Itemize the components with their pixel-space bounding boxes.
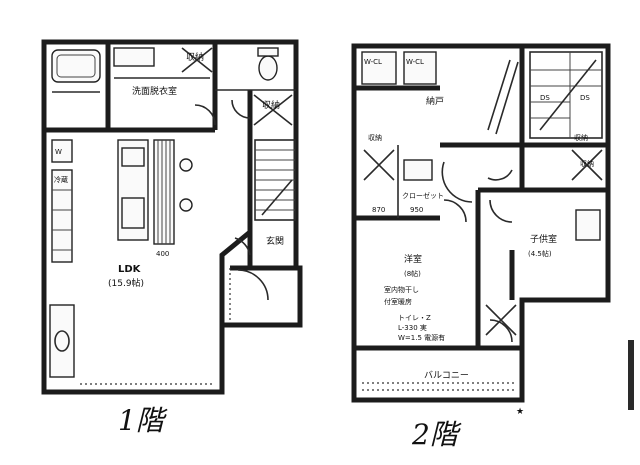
label-western-note4: L-330 実 <box>398 323 427 332</box>
label-western-note2: 付室暖房 <box>384 297 412 306</box>
closet-top-2 <box>403 51 437 85</box>
stairs-diag-1 <box>261 179 293 216</box>
label-western-note5: W=1.5 電源有 <box>398 333 445 342</box>
stairs-lines-2 <box>530 52 602 138</box>
kitchen-sink <box>121 197 145 229</box>
washer-box <box>51 139 73 163</box>
hall-arc <box>441 161 473 203</box>
label-western-note3: トイレ・Z <box>398 314 431 322</box>
storage-x-3 <box>363 149 395 181</box>
label-storage-f2-2: 収納 <box>574 133 588 142</box>
hanger-box-1 <box>403 159 433 181</box>
door-swing-1 <box>194 104 216 126</box>
label-western-note1: 室内物干し <box>384 285 419 294</box>
label-washroom: 洗面脱衣室 <box>132 85 177 97</box>
label-tag-c: 870 <box>372 206 385 214</box>
floor2-label: 2階 <box>411 418 462 451</box>
stool-1 <box>179 158 193 172</box>
door-swing-entrance <box>237 269 269 301</box>
floor1-outer-wall <box>41 39 303 395</box>
bathtub-inner <box>56 54 96 78</box>
toilet-fixture <box>258 55 278 81</box>
label-tag-d: 950 <box>410 206 423 214</box>
storage-x-2 <box>253 94 293 126</box>
label-western: 洋室 <box>404 253 422 265</box>
hanger-box-2 <box>575 209 601 241</box>
label-tag-a: W-CL <box>364 58 382 66</box>
door-swing-f2-2 <box>489 199 513 223</box>
kitchen-counter-marks <box>52 189 72 251</box>
kitchen-counter-left <box>51 169 73 263</box>
label-storage-2: 収納 <box>262 99 280 111</box>
label-ldk: LDK <box>118 264 142 275</box>
label-hall: 納戸 <box>426 95 444 107</box>
label-tag-f: DS <box>580 94 590 102</box>
floor2-outer-wall <box>351 43 611 403</box>
door-swing-3 <box>234 237 251 256</box>
floor-2-plan: W-CL W-CL 納戸 収納 収納 クローゼット 870 950 DS DS … <box>351 43 611 451</box>
kitchen-bar <box>153 139 175 245</box>
door-swing-2 <box>231 99 251 119</box>
storage-x-5 <box>485 304 517 336</box>
balcony-dashed <box>362 382 514 391</box>
scan-edge <box>628 340 634 410</box>
label-ldk-size: (15.9帖) <box>108 277 144 289</box>
star-mark: ★ <box>516 407 524 417</box>
label-400: 400 <box>156 250 169 258</box>
floor1-partition-ldk <box>219 230 252 325</box>
washer-label: W <box>55 148 62 156</box>
label-balcony: バルコニー <box>424 370 469 381</box>
label-closet: クローゼット <box>402 191 444 200</box>
door-swing-f2-1 <box>443 199 467 223</box>
stairs-lines-1 <box>255 149 295 211</box>
floor1-label: 1階 <box>118 404 168 437</box>
cooktop <box>121 147 145 167</box>
label-storage-f2-3: 収納 <box>580 159 594 168</box>
wash-basin <box>113 47 155 67</box>
closet-top-1 <box>361 51 397 85</box>
label-room2-size: (4.5帖) <box>528 249 552 258</box>
label-western-size: (8帖) <box>404 269 421 278</box>
stairs-floor2 <box>529 51 603 139</box>
kitchen-bar-slats <box>157 140 171 244</box>
label-storage-f2-1: 収納 <box>368 133 382 142</box>
toilet-tank <box>257 47 279 57</box>
label-storage-1: 収納 <box>186 51 204 63</box>
stairs-diag-2 <box>539 59 597 131</box>
storage-x-4 <box>571 149 603 181</box>
bathtub <box>51 49 101 83</box>
door-swing-f2-3 <box>489 319 513 343</box>
label-tag-b: W-CL <box>406 58 424 66</box>
dining-table <box>49 304 75 378</box>
storage-x-1 <box>181 47 213 73</box>
floor-1-plan: W 収納 洗面脱衣室 収納 冷蔵 400 玄関 LDK (15.9帖) 1階 <box>41 39 303 437</box>
hall-arc-2 <box>487 169 513 181</box>
stool-2 <box>179 198 193 212</box>
label-fridge: 冷蔵 <box>54 175 68 184</box>
label-entrance: 玄関 <box>266 235 284 247</box>
label-tag-e: DS <box>540 94 550 102</box>
label-room2: 子供室 <box>530 233 557 245</box>
dining-table-oval <box>54 330 70 352</box>
railing <box>487 59 519 135</box>
